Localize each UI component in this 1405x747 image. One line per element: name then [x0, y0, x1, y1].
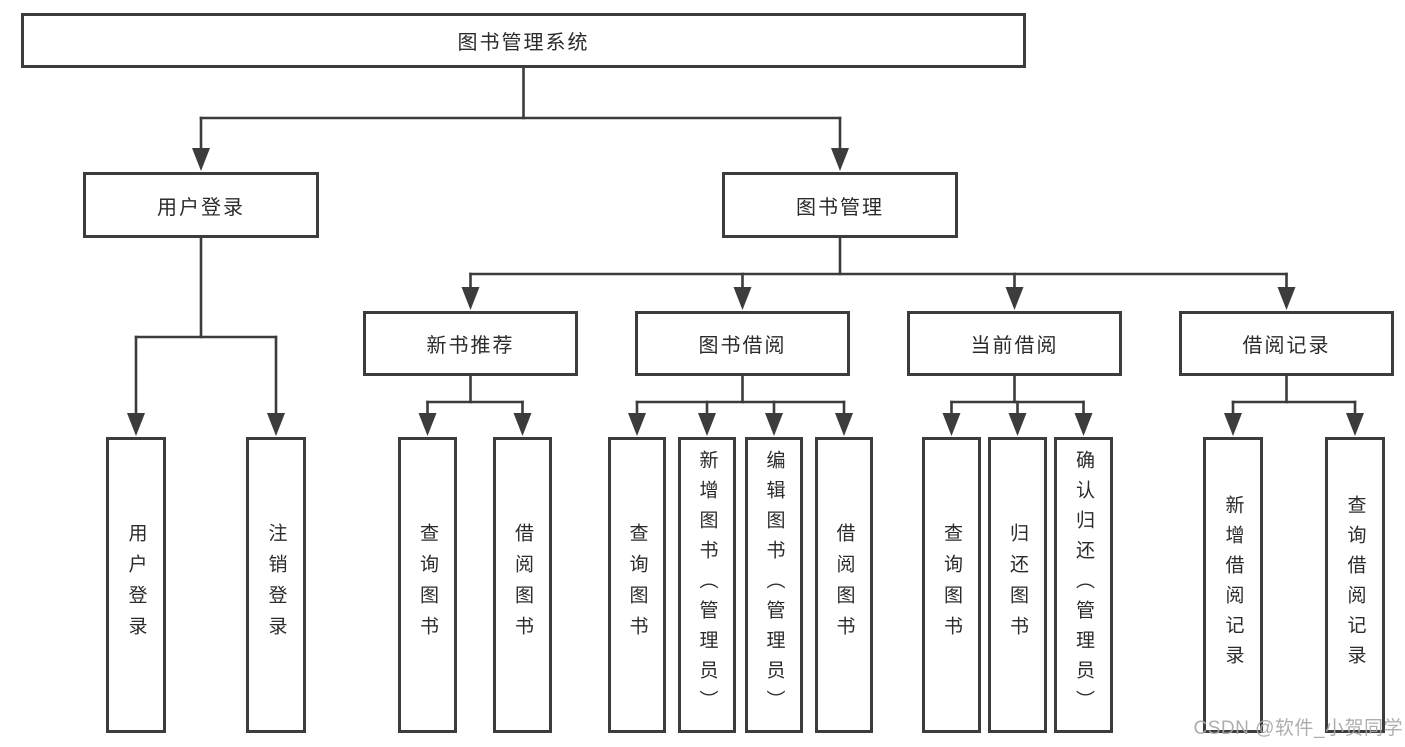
leaf-borrow-books-recommend: 借阅图书: [493, 437, 552, 733]
node-label: 图书管理系统: [457, 32, 590, 54]
node-label: 图书借阅: [698, 335, 787, 357]
leaf-add-book-admin: 新增图书（管理员）: [678, 437, 736, 733]
node-user-login: 用户登录: [83, 172, 319, 238]
leaf-confirm-return-admin: 确认归还（管理员）: [1054, 437, 1113, 733]
node-label: 新增借阅记录: [1222, 495, 1244, 675]
node-library-management-system: 图书管理系统: [21, 13, 1026, 68]
node-label: 新书推荐: [426, 335, 515, 357]
leaf-borrow-books: 借阅图书: [815, 437, 873, 733]
leaf-add-borrow-record: 新增借阅记录: [1203, 437, 1263, 733]
leaf-query-books-current: 查询图书: [922, 437, 981, 733]
node-label: 确认归还（管理员）: [1073, 450, 1094, 720]
node-label: 当前借阅: [970, 335, 1059, 357]
node-book-management: 图书管理: [722, 172, 958, 238]
node-label: 借阅记录: [1242, 335, 1331, 357]
node-label: 查询图书: [941, 523, 962, 647]
node-current-borrowing: 当前借阅: [907, 311, 1122, 376]
node-label: 用户登录: [125, 523, 147, 647]
node-new-book-recommendation: 新书推荐: [363, 311, 578, 376]
leaf-user-login: 用户登录: [106, 437, 166, 733]
node-label: 归还图书: [1007, 523, 1028, 647]
leaf-edit-book-admin: 编辑图书（管理员）: [745, 437, 803, 733]
leaf-return-book: 归还图书: [988, 437, 1047, 733]
node-label: 注销登录: [265, 523, 287, 647]
csdn-watermark: CSDN @软件_小贺同学: [1193, 718, 1403, 739]
node-label: 编辑图书（管理员）: [763, 450, 785, 720]
leaf-query-books-recommend: 查询图书: [398, 437, 457, 733]
node-label: 借阅图书: [512, 523, 533, 647]
leaf-logout: 注销登录: [246, 437, 306, 733]
node-label: 借阅图书: [833, 523, 855, 647]
node-label: 用户登录: [157, 196, 245, 219]
node-label: 查询图书: [626, 523, 648, 647]
leaf-query-borrow-record: 查询借阅记录: [1325, 437, 1385, 733]
node-label: 查询借阅记录: [1344, 495, 1366, 675]
node-label: 查询图书: [417, 523, 438, 647]
node-book-borrowing: 图书借阅: [635, 311, 850, 376]
node-label: 图书管理: [796, 196, 884, 219]
leaf-query-books-borrow: 查询图书: [608, 437, 666, 733]
node-label: 新增图书（管理员）: [696, 450, 718, 720]
node-borrowing-records: 借阅记录: [1179, 311, 1394, 376]
